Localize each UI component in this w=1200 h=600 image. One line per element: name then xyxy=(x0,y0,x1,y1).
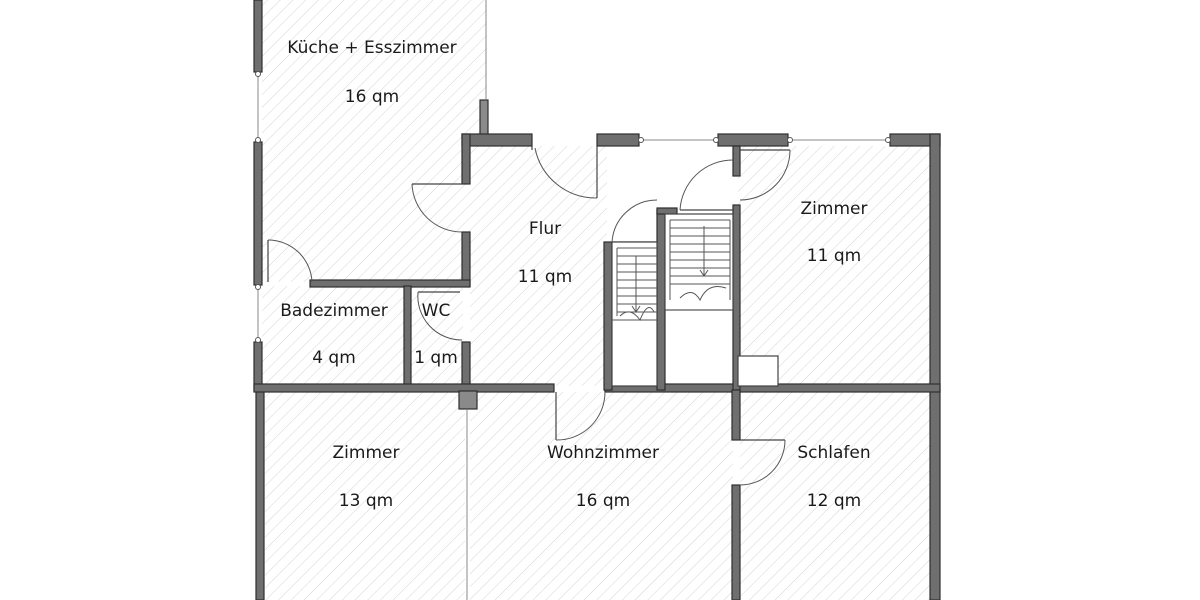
door-schlafen xyxy=(739,439,786,486)
window-dot-5 xyxy=(638,137,644,143)
room-floors xyxy=(262,0,931,600)
wall-north-1 xyxy=(461,133,533,147)
walls xyxy=(253,0,941,600)
floor-schlafen xyxy=(740,392,930,600)
wall-north-2 xyxy=(596,133,640,147)
shaft-box xyxy=(737,355,779,387)
window-dot-3 xyxy=(255,284,261,290)
window-dot-6 xyxy=(713,137,719,143)
room-name-schlafen: Schlafen xyxy=(797,443,870,463)
room-name-zimmer-sw: Zimmer xyxy=(333,443,400,463)
window-dot-1 xyxy=(255,71,261,77)
staircase xyxy=(611,213,734,387)
room-name-zimmer-ne: Zimmer xyxy=(801,199,868,219)
pillar-middle xyxy=(458,390,478,410)
wall-stair-top xyxy=(656,207,678,215)
window-dot-8 xyxy=(885,137,891,143)
stair-right xyxy=(664,213,734,311)
room-area-wohnzimmer: 16 qm xyxy=(576,491,630,511)
floor-zimmer-ne xyxy=(738,146,931,386)
wall-west-1 xyxy=(253,0,263,73)
door-wohnzimmer xyxy=(555,391,606,441)
wall-flur-west-2 xyxy=(461,231,471,287)
window-dot-4 xyxy=(255,337,261,343)
room-name-wc: WC xyxy=(422,301,451,321)
wall-flur-west-3 xyxy=(461,341,471,391)
window-dot-2 xyxy=(255,137,261,143)
room-area-flur: 11 qm xyxy=(518,267,572,287)
wall-west-3 xyxy=(253,341,263,391)
wall-stair-west xyxy=(603,241,613,391)
door-wc xyxy=(417,291,463,341)
room-area-wc: 1 qm xyxy=(414,348,458,368)
wall-east-2 xyxy=(929,389,941,600)
windows xyxy=(255,0,891,600)
window-dot-7 xyxy=(787,137,793,143)
room-area-kueche: 16 qm xyxy=(345,87,399,107)
wall-bad-wc xyxy=(403,285,412,391)
stair-treads-left xyxy=(616,247,657,316)
wall-kueche-bad xyxy=(309,279,471,288)
wall-stair-east-top xyxy=(732,145,741,177)
room-name-wohnzimmer: Wohnzimmer xyxy=(547,443,659,463)
room-labels: Küche + Esszimmer 16 qm Flur 11 qm Zimme… xyxy=(280,38,870,511)
wall-west-4 xyxy=(255,389,265,600)
door-kueche xyxy=(411,183,463,233)
wall-wohn-schlafen-1 xyxy=(731,389,741,441)
room-name-flur: Flur xyxy=(529,219,561,239)
stair-direction-arrows xyxy=(619,226,727,322)
door-zimmer-ne xyxy=(739,149,791,201)
floor-zimmer-sw xyxy=(265,392,465,600)
door-bad xyxy=(267,239,313,283)
wall-wohn-schlafen-2 xyxy=(731,484,741,600)
floor-bad xyxy=(262,286,405,386)
room-area-zimmer-sw: 13 qm xyxy=(339,491,393,511)
wall-flur-west-1 xyxy=(461,133,471,185)
room-name-kueche: Küche + Esszimmer xyxy=(287,38,456,58)
floor-flur xyxy=(470,146,607,386)
stair-treads-right xyxy=(669,219,731,300)
wall-middle-1 xyxy=(253,383,555,393)
wall-stair-mid xyxy=(656,209,666,391)
room-area-bad: 4 qm xyxy=(312,348,356,368)
floor-wohnzimmer xyxy=(470,392,733,600)
wall-east-1 xyxy=(929,133,941,391)
door-stair-east xyxy=(679,159,734,211)
door-flur-entrance xyxy=(531,146,598,199)
floor-wc xyxy=(410,286,463,386)
room-area-schlafen: 12 qm xyxy=(807,491,861,511)
room-area-zimmer-ne: 11 qm xyxy=(807,246,861,266)
floor-kueche xyxy=(262,0,487,282)
wall-north-3 xyxy=(717,133,789,147)
door-stair-west xyxy=(611,199,658,243)
wall-west-2 xyxy=(253,141,263,286)
room-name-bad: Badezimmer xyxy=(280,301,388,321)
doors xyxy=(267,146,791,486)
